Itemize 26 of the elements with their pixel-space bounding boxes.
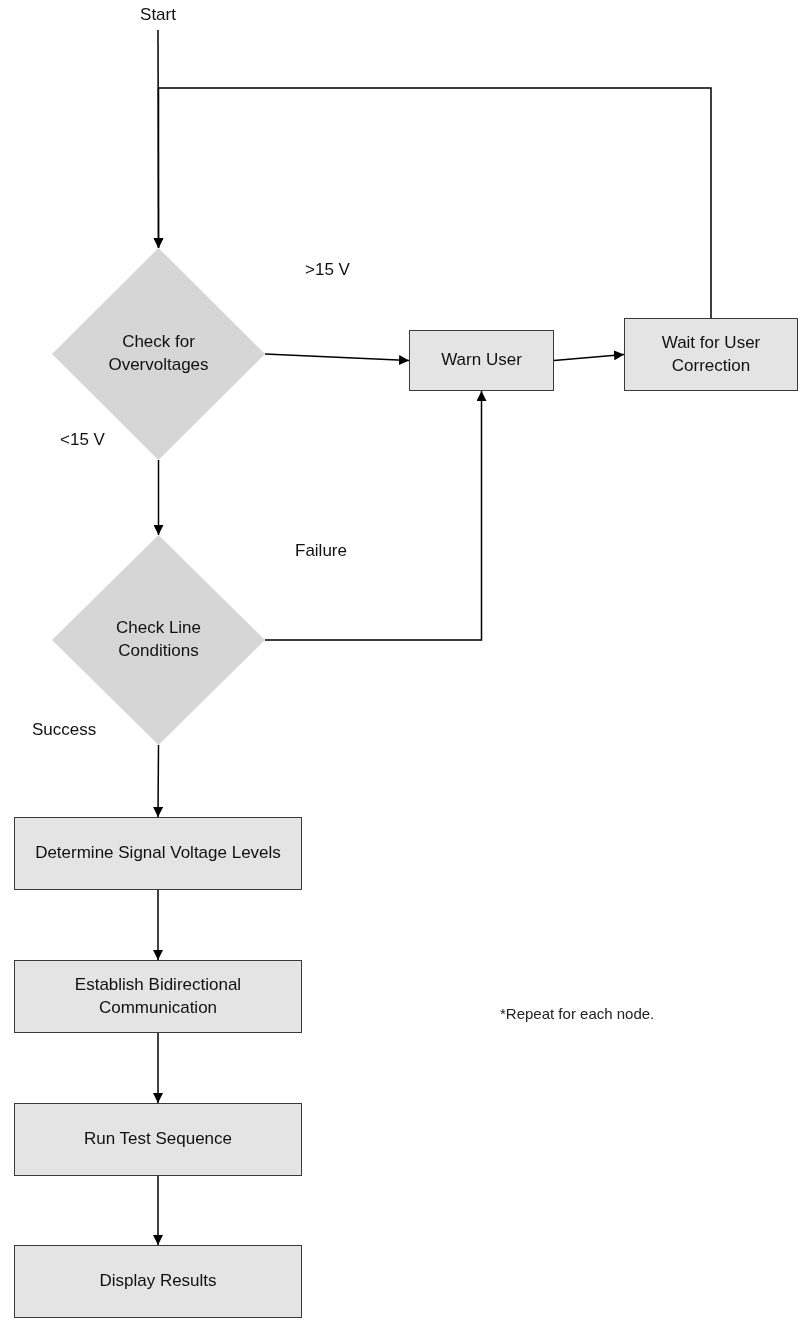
step-text: Check for Overvoltages [107, 331, 210, 376]
step-text: Determine Signal Voltage Levels [34, 842, 282, 865]
start-label: Start [139, 3, 177, 26]
process-box [624, 318, 798, 391]
decision-diamond [52, 248, 265, 460]
step-text: Establish Bidirectional Communication [73, 973, 243, 1019]
arrow [553, 350, 625, 362]
step-text: Check Line Conditions [114, 617, 203, 662]
step-text: Run Test Sequence [82, 1128, 234, 1151]
arrow [264, 353, 410, 366]
process-box [14, 1245, 302, 1318]
step-text: Display Results [98, 1270, 218, 1293]
process-box [14, 960, 302, 1033]
arrow [153, 1032, 163, 1104]
process-box [409, 330, 554, 391]
process-box [14, 1103, 302, 1176]
step-text: Wait for User Correction [660, 331, 762, 377]
arrow [153, 87, 712, 319]
arrow [264, 390, 487, 641]
note: *Repeat for each node. [500, 1005, 655, 1022]
arrow [153, 889, 163, 961]
step-text: Warn User [440, 349, 523, 372]
arrow [153, 459, 164, 536]
arrow [153, 744, 164, 818]
process-box [14, 817, 302, 890]
arrow [153, 1175, 163, 1246]
